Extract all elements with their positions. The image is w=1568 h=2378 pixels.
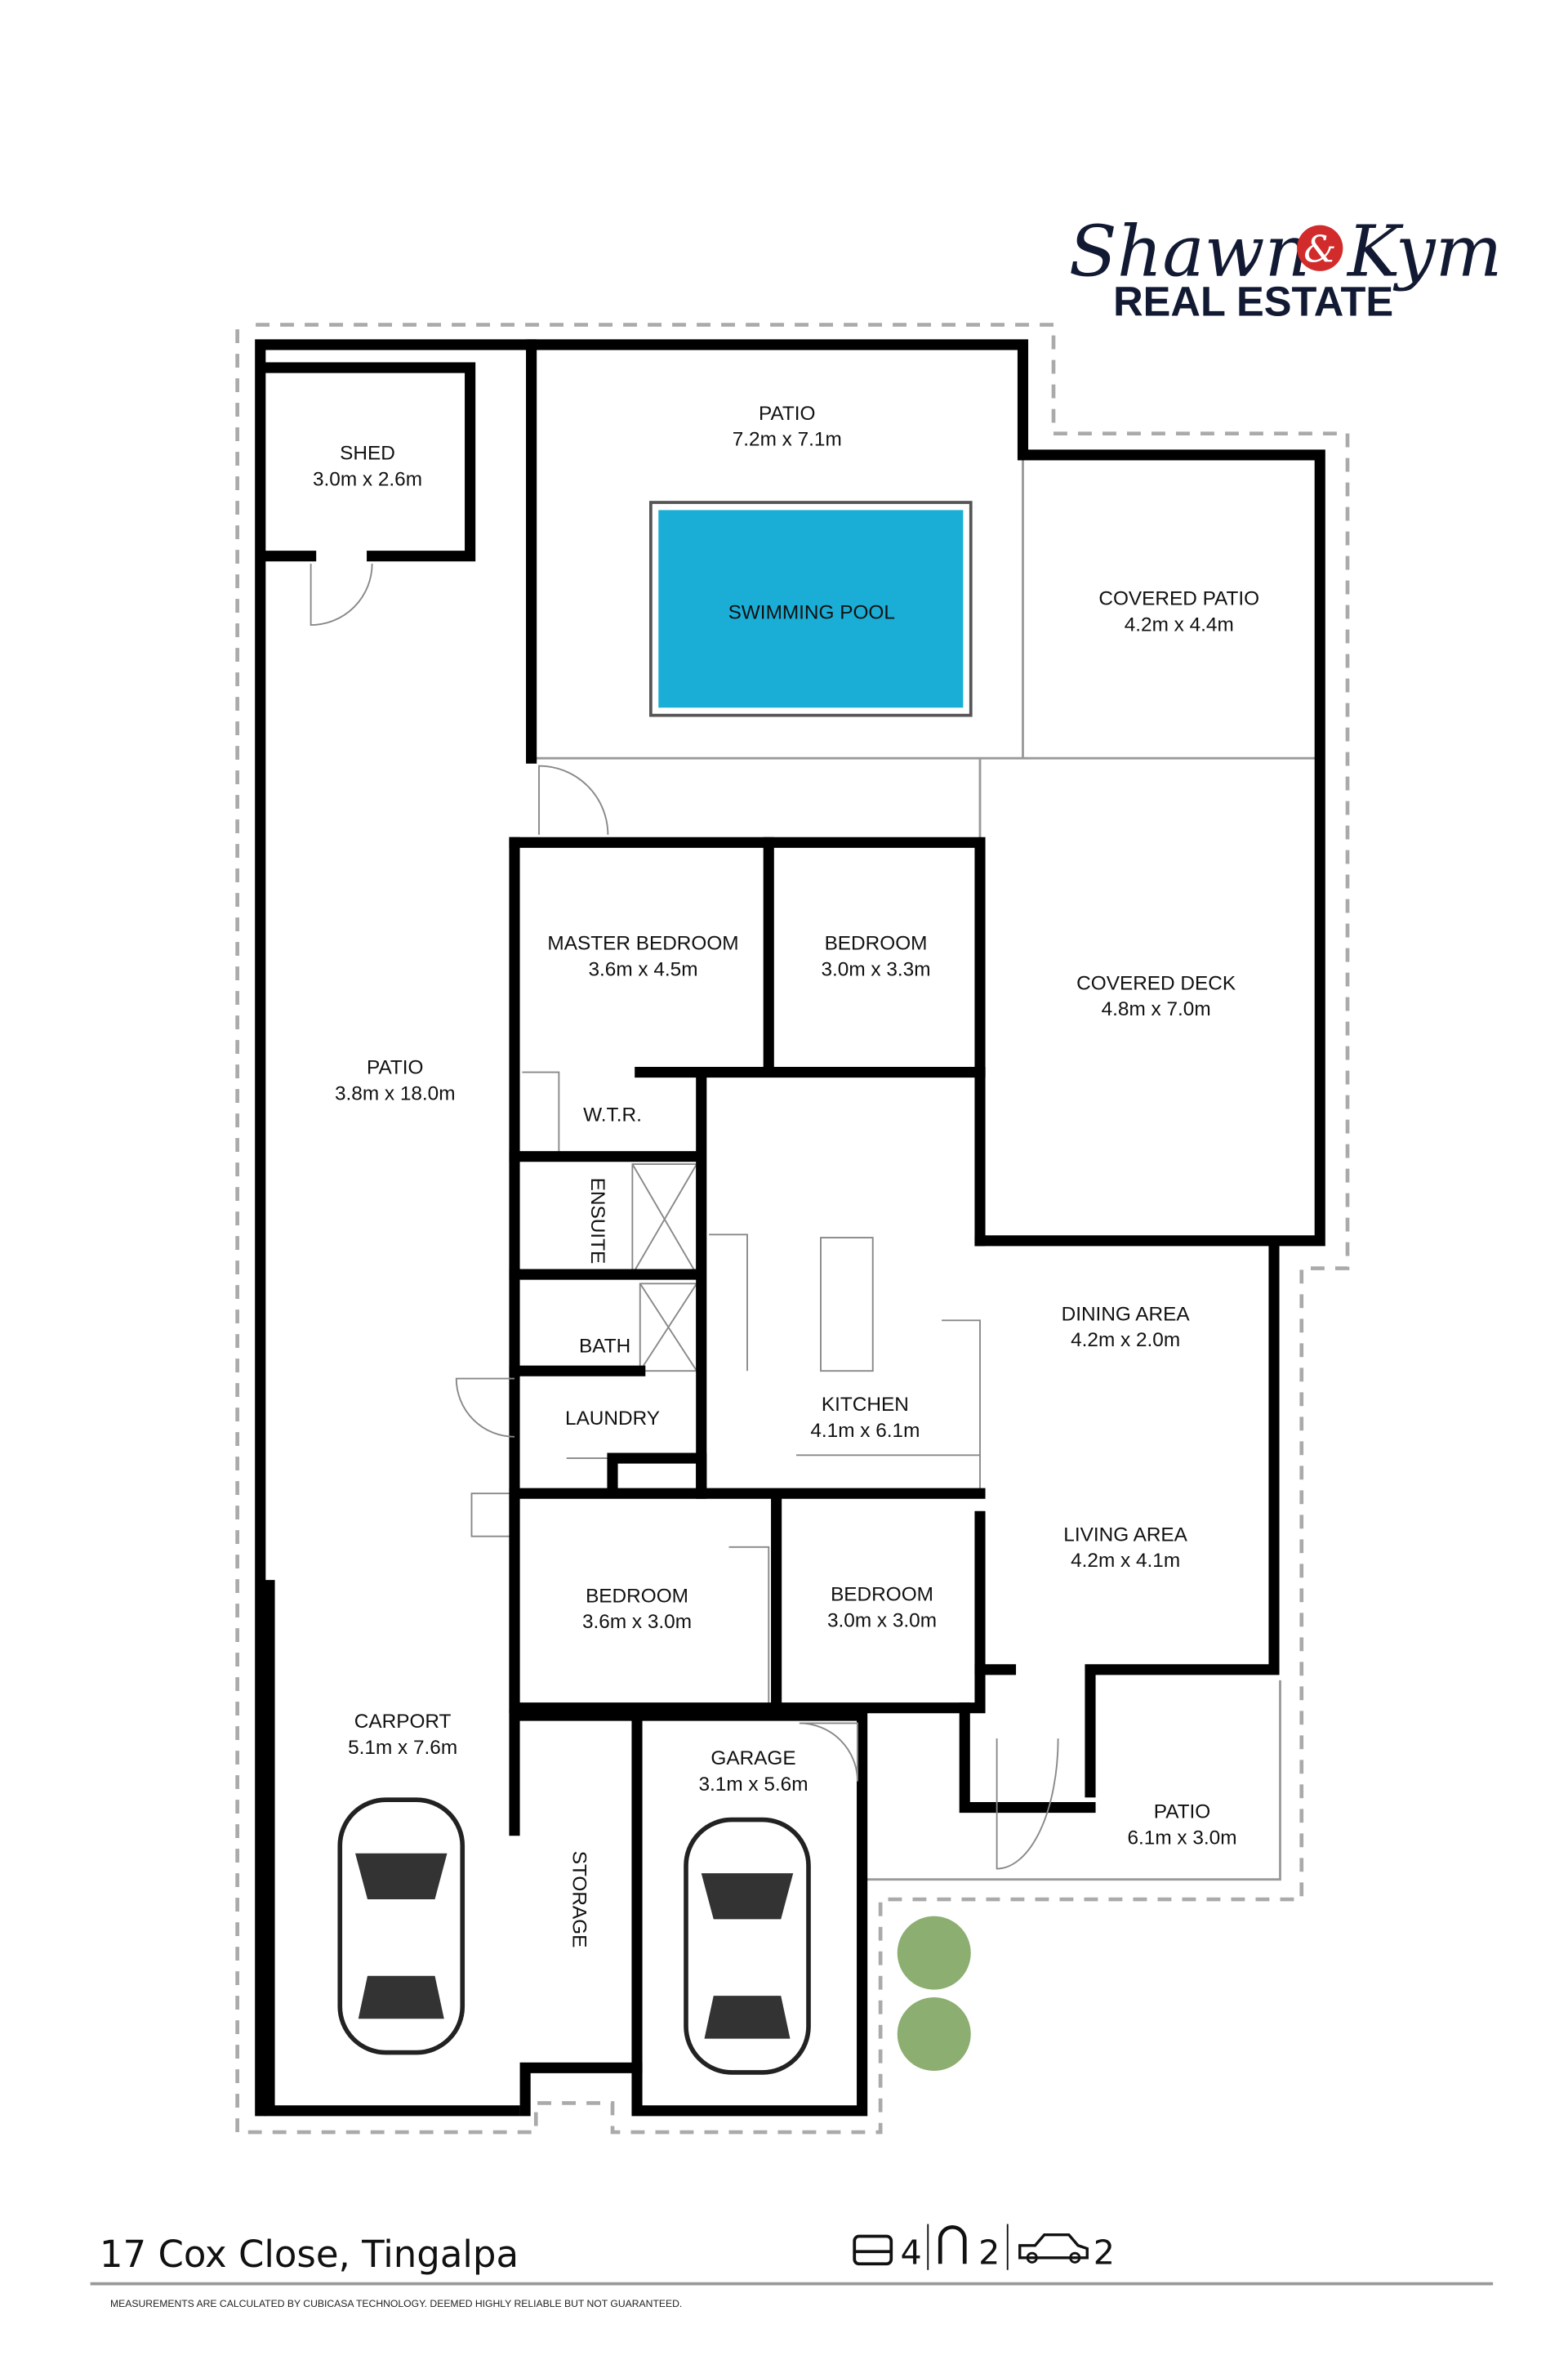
car-garage <box>684 1817 811 2075</box>
room-name: MASTER BEDROOM <box>547 933 738 955</box>
room-name: COVERED PATIO <box>1098 588 1259 610</box>
pool-edge <box>649 501 973 717</box>
room-name: COVERED DECK <box>1076 972 1236 994</box>
room-size: 3.6m x 3.0m <box>582 1611 692 1633</box>
room-size: 3.1m x 5.6m <box>698 1773 808 1796</box>
doors[interactable] <box>310 564 1059 1870</box>
room-size: 4.8m x 7.0m <box>1102 998 1211 1020</box>
room-name: BEDROOM <box>586 1585 688 1607</box>
room-name: LIVING AREA <box>1063 1524 1187 1546</box>
room-name: PATIO <box>367 1056 423 1078</box>
logo-script-left: Shawn <box>1069 212 1310 293</box>
room-name: STORAGE <box>568 1851 590 1948</box>
bed-icon <box>853 2234 893 2266</box>
plant-icons <box>897 1916 971 2072</box>
room-name: ENSUITE <box>586 1178 608 1265</box>
room-name: BEDROOM <box>831 1583 933 1605</box>
room-name: BATH <box>579 1336 630 1358</box>
bathroom-count: 2 <box>978 2233 1000 2272</box>
shed-door[interactable] <box>310 564 373 626</box>
front-door[interactable] <box>996 1738 1059 1870</box>
room-name: SWIMMING POOL <box>728 602 895 624</box>
room-size: 3.8m x 18.0m <box>335 1082 456 1104</box>
room-size: 4.2m x 4.1m <box>1071 1550 1180 1572</box>
room-size: 5.1m x 7.6m <box>348 1737 457 1759</box>
room-size: 4.2m x 4.4m <box>1125 614 1234 636</box>
garage-door[interactable] <box>799 1722 858 1782</box>
logo-ampersand-circle <box>1297 225 1343 271</box>
room-size: 7.2m x 7.1m <box>733 429 842 451</box>
room-labels: SHED 3.0m x 2.6m PATIO 7.2m x 7.1m SWIMM… <box>313 403 1259 1948</box>
room-name: W.T.R. <box>583 1104 642 1127</box>
room-name: PATIO <box>759 403 815 425</box>
room-size: 3.6m x 4.5m <box>588 958 697 980</box>
car-count: 2 <box>1094 2233 1115 2272</box>
logo-script-right: Kym <box>1346 212 1502 293</box>
laundry-door[interactable] <box>455 1377 515 1438</box>
room-name: SHED <box>340 443 395 465</box>
property-address: 17 Cox Close, Tingalpa <box>100 2233 519 2276</box>
room-size: 3.0m x 2.6m <box>313 468 422 490</box>
room-size: 3.0m x 3.0m <box>827 1609 937 1631</box>
room-name: KITCHEN <box>822 1394 909 1416</box>
bedroom-count: 4 <box>901 2233 922 2272</box>
room-name: LAUNDRY <box>565 1408 660 1430</box>
room-name: CARPORT <box>354 1711 452 1733</box>
logo: Shawn & Kym REAL ESTATE <box>1069 212 1503 325</box>
room-size: 3.0m x 3.3m <box>821 958 930 980</box>
logo-real-estate: REAL ESTATE <box>1113 278 1393 324</box>
swimming-pool <box>658 510 964 708</box>
room-name: PATIO <box>1154 1801 1210 1823</box>
room-name: GARAGE <box>710 1747 795 1769</box>
property-boundary <box>235 323 1350 2135</box>
car-icon <box>1018 2233 1089 2264</box>
room-size: 4.2m x 2.0m <box>1071 1329 1180 1351</box>
bath-icon <box>938 2225 967 2264</box>
room-size: 6.1m x 3.0m <box>1127 1827 1236 1849</box>
room-name: DINING AREA <box>1062 1303 1191 1325</box>
patio-door[interactable] <box>538 765 609 835</box>
car-carport <box>337 1797 466 2055</box>
room-size: 4.1m x 6.1m <box>810 1420 920 1442</box>
logo-ampersand: & <box>1303 228 1336 271</box>
disclaimer: MEASUREMENTS ARE CALCULATED BY CUBICASA … <box>110 2298 682 2309</box>
room-name: BEDROOM <box>825 933 928 955</box>
